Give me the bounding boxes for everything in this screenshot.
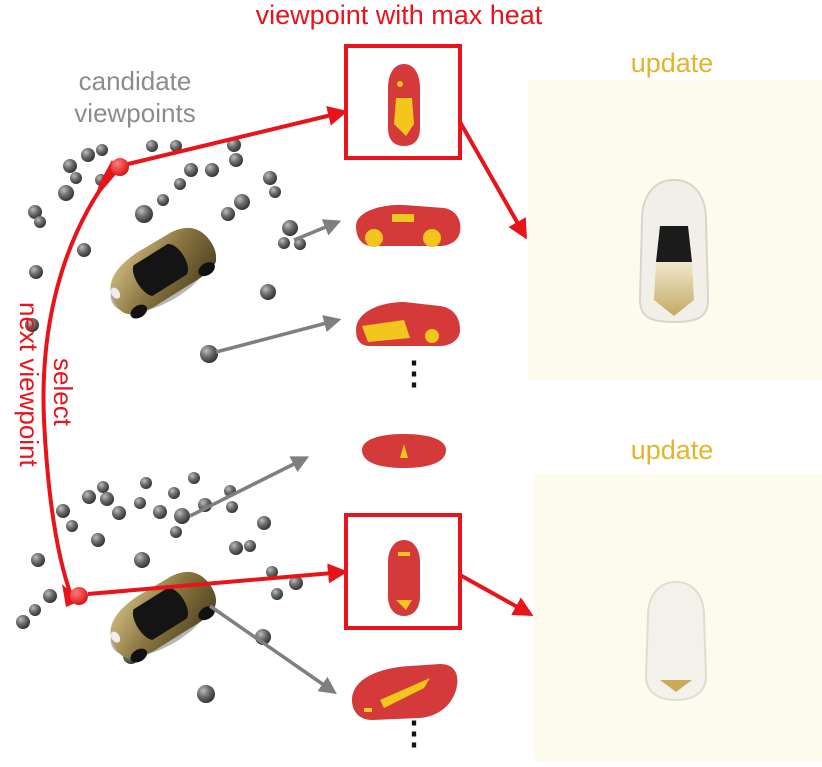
update-label-top: update xyxy=(630,48,714,78)
car-heatmap-icon xyxy=(356,204,461,247)
title-label: viewpoint with max heat xyxy=(255,0,543,30)
car-heatmap-icon xyxy=(356,302,460,346)
ellipsis-bottom: ⋮ xyxy=(398,715,430,751)
ellipsis-top: ⋮ xyxy=(398,355,430,391)
arrow-to-update-bottom xyxy=(459,573,534,616)
car-heatmap-icon xyxy=(638,178,710,324)
gray-arrow xyxy=(215,315,342,354)
selected-viewpoint-top xyxy=(111,158,129,176)
car-heatmap-icon xyxy=(352,664,458,720)
candidate-label-line2: viewpoints xyxy=(74,98,196,128)
selected-viewpoint-bottom xyxy=(70,587,88,605)
candidate-label-line1: candidate xyxy=(78,66,192,96)
gray-arrow xyxy=(293,219,342,242)
select-arrow xyxy=(41,168,116,599)
car-photo-icon xyxy=(110,227,217,319)
arrow-to-update-top xyxy=(458,121,527,240)
car-photo-icon xyxy=(110,571,217,663)
car-heatmap-icon xyxy=(388,64,420,146)
max-heat-box-bottom xyxy=(344,513,462,630)
select-label: select xyxy=(48,358,78,426)
next-viewpoint-label: next viewpoint xyxy=(14,302,44,467)
car-heatmap-icon xyxy=(362,434,446,468)
sphere-icon xyxy=(25,138,306,363)
car-heatmap-icon xyxy=(388,540,420,616)
gray-arrow xyxy=(189,456,310,518)
max-heat-box-top xyxy=(344,44,462,160)
car-heatmap-icon xyxy=(644,580,708,702)
update-label-bottom: update xyxy=(630,435,714,465)
gray-arrow xyxy=(209,604,337,694)
arrow-to-max-top xyxy=(127,106,348,166)
arrow-to-max-bottom xyxy=(87,563,348,596)
